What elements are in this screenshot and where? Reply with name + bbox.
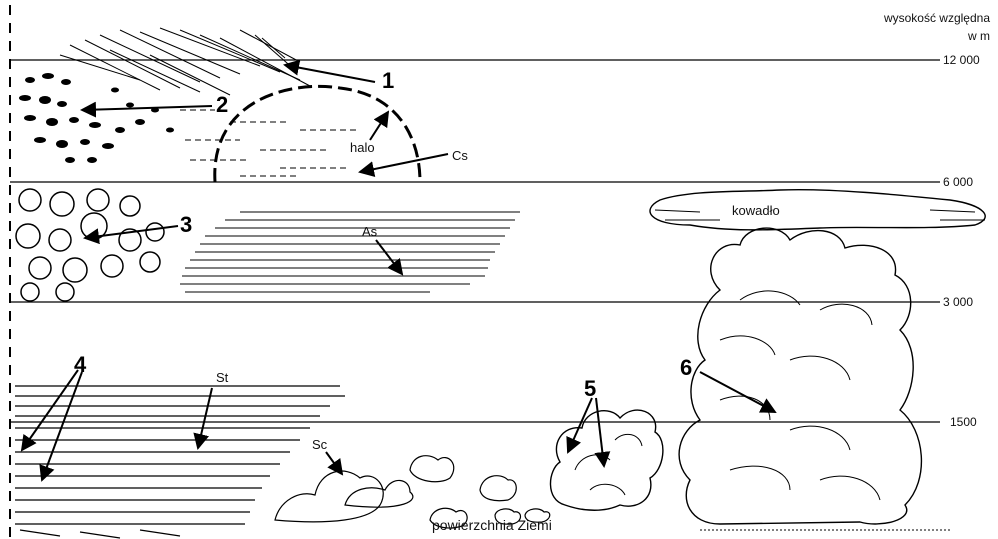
number-4: 4 [74, 352, 87, 377]
arrow-2 [82, 106, 212, 110]
label-kowadlo: kowadło [732, 203, 780, 218]
arrow-5a [568, 398, 592, 452]
ground-label: powierzchnia Ziemi [432, 517, 552, 533]
arrow-as [376, 240, 402, 274]
arrow-4a [22, 370, 78, 450]
arrow-5b [596, 398, 604, 466]
label-st: St [216, 370, 229, 385]
altocumulus-cloud-sketch [16, 189, 164, 301]
arrow-halo [370, 112, 388, 140]
arrow-cs [360, 154, 448, 172]
stratus-cloud-sketch [15, 386, 345, 538]
altitude-label-1500: 1500 [950, 415, 977, 429]
label-halo: halo [350, 140, 375, 155]
number-3: 3 [180, 212, 192, 237]
altitude-label-3000: 3 000 [943, 295, 973, 309]
altitude-label-6000: 6 000 [943, 175, 973, 189]
annotation-arrows [22, 65, 775, 480]
axis-title-line2: w m [967, 29, 990, 43]
altostratus-cloud-sketch [180, 212, 520, 292]
cirrus-cloud-sketch [60, 28, 310, 95]
arrow-6 [700, 372, 775, 412]
number-2: 2 [216, 92, 228, 117]
label-sc: Sc [312, 437, 328, 452]
cumulonimbus-cloud-sketch [650, 190, 985, 530]
number-1: 1 [382, 68, 394, 93]
axis-title-line1: wysokość względna [883, 11, 990, 25]
cumulus-cloud-sketch [550, 410, 662, 510]
label-cs: Cs [452, 148, 468, 163]
number-5: 5 [584, 376, 596, 401]
number-6: 6 [680, 355, 692, 380]
cirrocumulus-cloud-sketch [19, 73, 174, 163]
altitude-label-12000: 12 000 [943, 53, 980, 67]
arrow-st [198, 388, 212, 448]
label-as: As [362, 224, 378, 239]
arrow-sc [326, 452, 342, 474]
